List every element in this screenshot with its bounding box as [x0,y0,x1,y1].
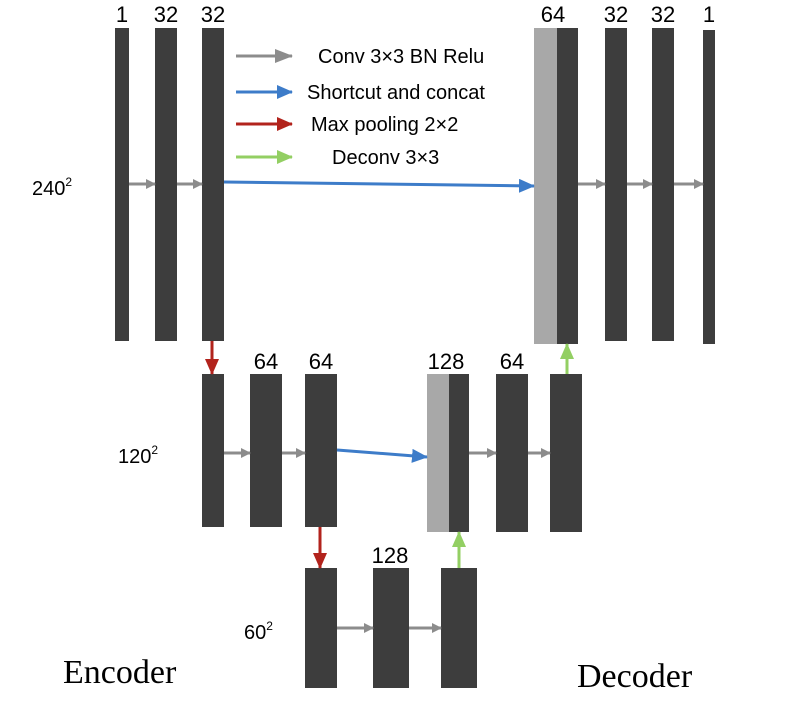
feature-map-block-enc2-1 [202,374,224,527]
channel-label: 32 [201,2,225,27]
channel-label: 64 [254,349,278,374]
resolution-label-level1: 2402 [32,175,72,200]
channel-label: 1 [116,2,128,27]
shortcut-arrow [336,448,428,463]
feature-map-block-dec1-2 [605,28,627,341]
feature-map-block-dec2-3 [550,374,582,532]
channel-label: 32 [604,2,628,27]
feature-map-block-bottom-2 [373,568,409,688]
feature-map-block-dec1-4 [703,30,715,344]
resolution-exponent: 2 [266,619,273,633]
legend-conv-label: Conv 3×3 BN Relu [318,46,484,68]
legend-deconv-label: Deconv 3×3 [332,147,439,169]
feature-map-block-dec1-3 [652,28,674,341]
resolution-base: 60 [244,622,266,644]
concat-block-dec1 [534,28,557,344]
feature-map-block-enc1-1 [115,28,129,341]
feature-map-block-bottom-3 [441,568,477,688]
feature-map-block-dec1-1 [557,28,578,344]
channel-label: 64 [541,2,565,27]
feature-map-block-enc2-3 [305,374,337,527]
channel-label: 1 [703,2,715,27]
feature-map-block-enc1-3 [202,28,224,341]
resolution-label-level2: 1202 [118,443,158,468]
resolution-base: 240 [32,178,65,200]
legend-pool-label: Max pooling 2×2 [311,114,458,136]
encoder-title: Encoder [63,654,177,691]
resolution-base: 120 [118,446,151,468]
shortcut-arrow [223,178,535,193]
feature-map-block-dec2-1 [449,374,469,532]
legend-shortcut-label: Shortcut and concat [307,82,485,104]
feature-map-block-enc2-2 [250,374,282,527]
resolution-label-level3: 602 [244,619,273,644]
channel-label: 64 [309,349,333,374]
channel-label: 64 [500,349,524,374]
feature-map-block-bottom-1 [305,568,337,688]
channel-label: 128 [428,349,465,374]
channel-label: 32 [154,2,178,27]
channel-label: 32 [651,2,675,27]
resolution-exponent: 2 [151,443,158,457]
resolution-exponent: 2 [65,175,72,189]
feature-map-block-enc1-2 [155,28,177,341]
concat-block-dec2 [427,374,449,532]
channel-label: 128 [372,543,409,568]
decoder-title: Decoder [577,658,693,695]
feature-map-block-dec2-2 [496,374,528,532]
